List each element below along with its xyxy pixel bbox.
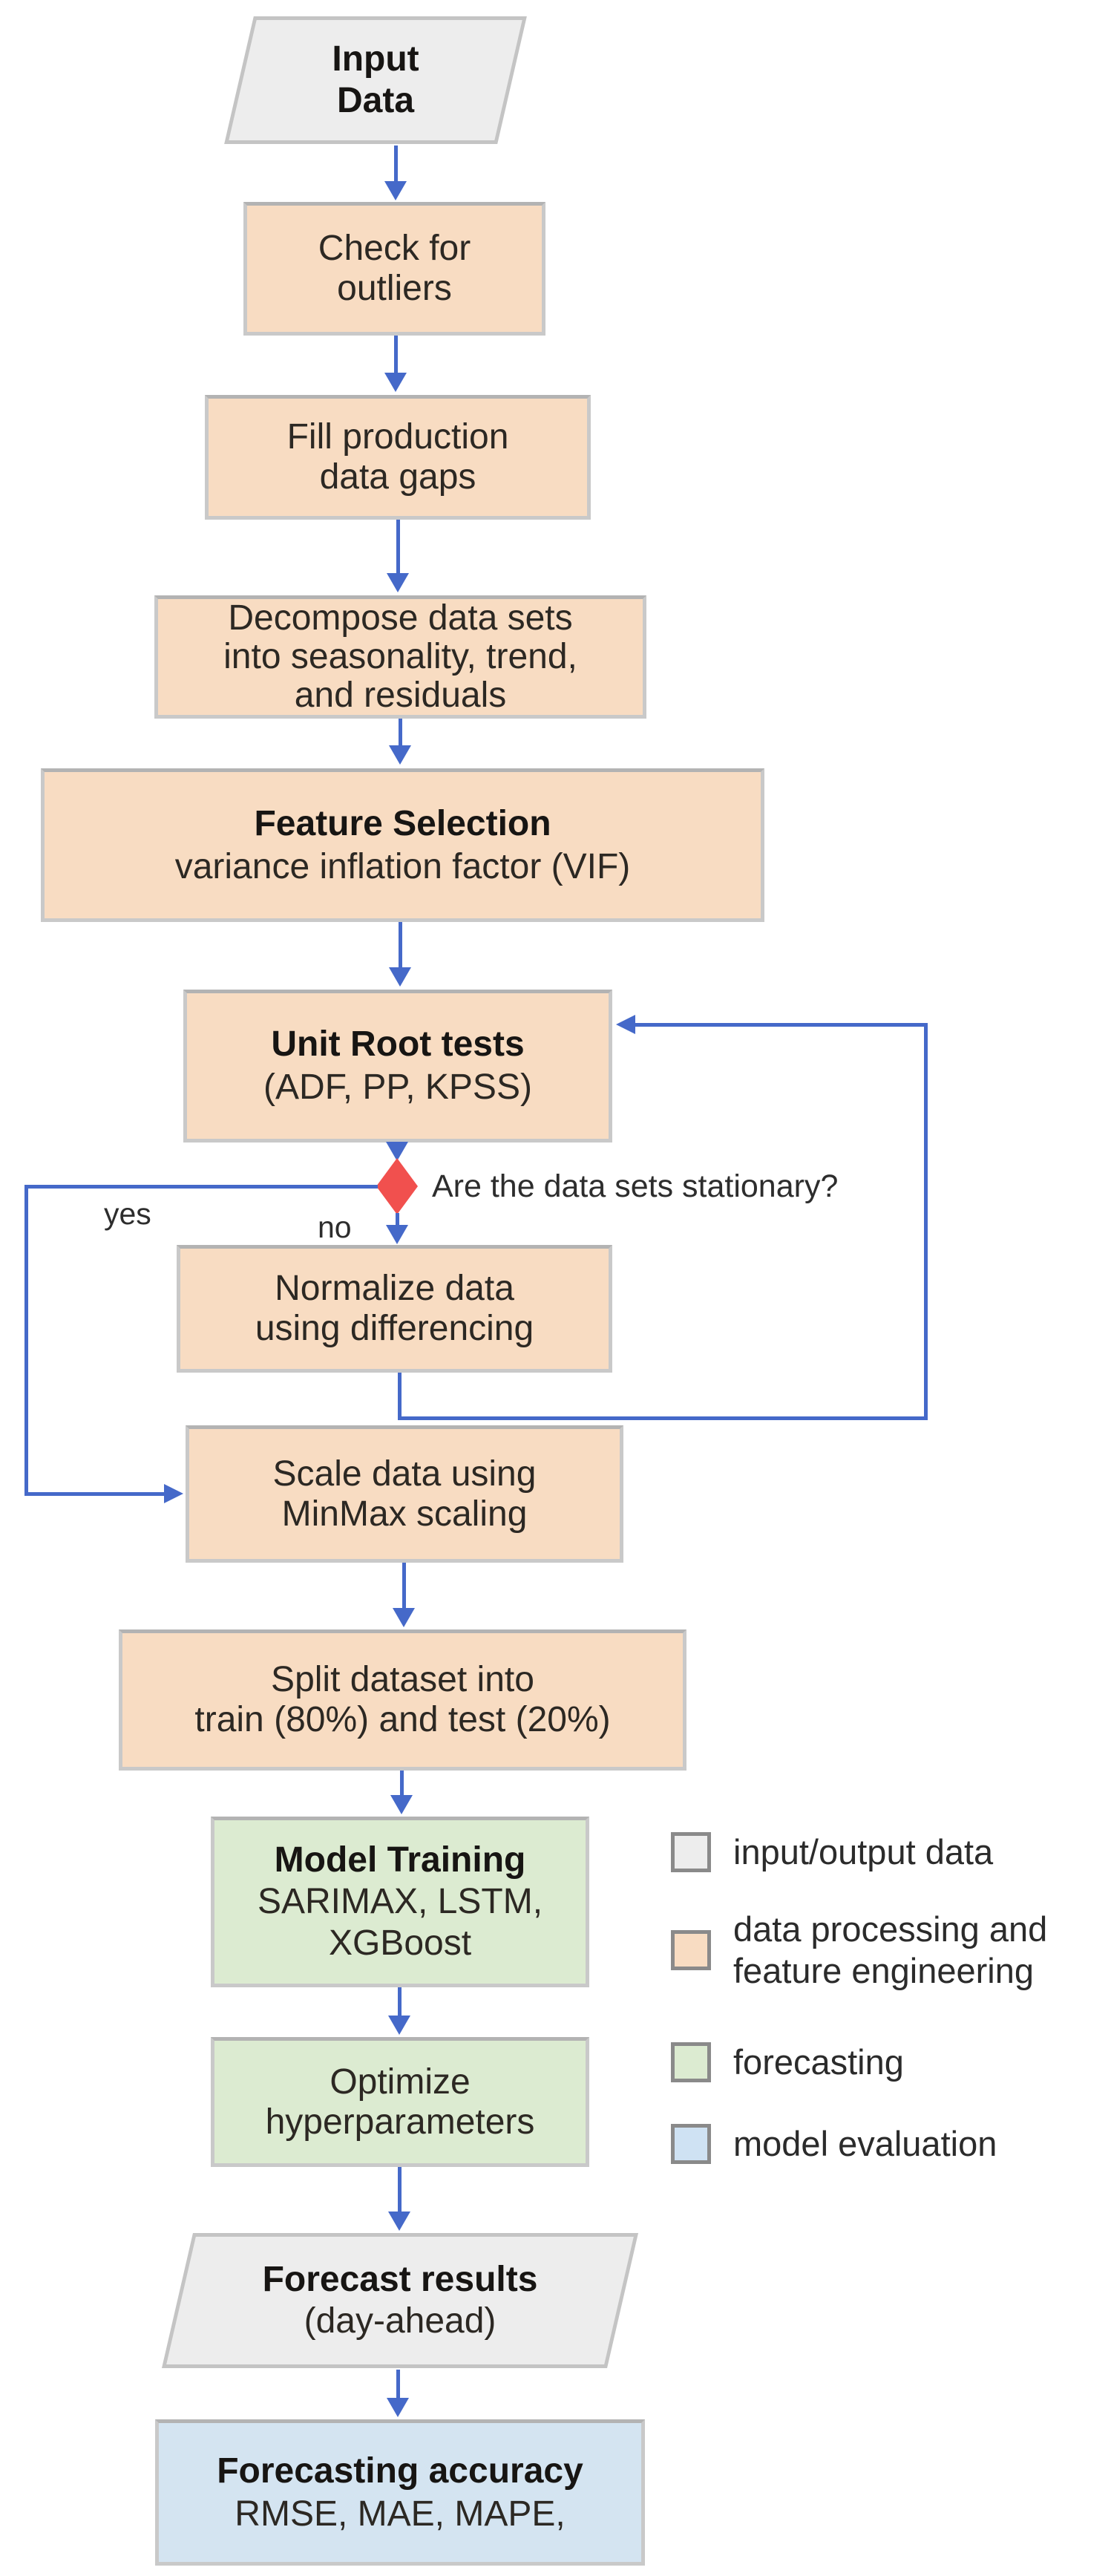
arrowhead-feature-to-unitroot (389, 967, 411, 987)
scale-line1: Scale data using (272, 1454, 537, 1494)
arrowhead-decision-to-normalize (386, 1225, 408, 1244)
arrowhead-input-to-check (384, 181, 407, 200)
node-split: Split dataset into train (80%) and test … (119, 1629, 686, 1771)
fill-gaps-line1: Fill production (286, 417, 509, 457)
legend-label-forecasting: forecasting (733, 2042, 904, 2082)
split-line2: train (80%) and test (20%) (194, 1700, 611, 1739)
arrowhead-fill-to-decompose (387, 573, 409, 592)
loop-line-bottom (398, 1416, 928, 1420)
arrow-split-to-model (400, 1771, 404, 1798)
input-data-line1: Input (332, 39, 419, 79)
fill-gaps-line2: data gaps (319, 457, 476, 497)
forecast-results-title: Forecast results (262, 2260, 538, 2299)
node-unit-root-tests: Unit Root tests (ADF, PP, KPSS) (183, 990, 612, 1142)
arrowhead-model-to-optimize (388, 2016, 410, 2035)
arrow-forecast-to-accuracy (396, 2370, 400, 2401)
legend-swatch-evaluation (671, 2124, 711, 2164)
node-input-data-label: Input Data (243, 39, 508, 122)
decompose-line3: and residuals (294, 676, 507, 715)
decision-question: Are the data sets stationary? (432, 1168, 839, 1204)
node-forecasting-accuracy: Forecasting accuracy RMSE, MAE, MAPE, (155, 2419, 645, 2566)
check-outliers-line1: Check for (318, 229, 471, 268)
arrow-feature-to-unitroot (399, 922, 402, 970)
node-decompose: Decompose data sets into seasonality, tr… (154, 595, 646, 719)
decision-yes-label: yes (104, 1197, 151, 1231)
arrowhead-loop-to-unitroot (616, 1015, 635, 1034)
loop-line-down (398, 1373, 402, 1419)
node-scale: Scale data using MinMax scaling (186, 1425, 623, 1563)
decompose-line1: Decompose data sets (228, 598, 573, 638)
forecasting-accuracy-title: Forecasting accuracy (217, 2451, 583, 2491)
arrowhead-unitroot-to-decision (386, 1142, 408, 1161)
split-line1: Split dataset into (271, 1660, 534, 1699)
yes-line-top (24, 1185, 378, 1189)
forecast-results-label: Forecast results (day-ahead) (181, 2259, 619, 2342)
legend-label-evaluation: model evaluation (733, 2124, 997, 2163)
yes-line-bottom (24, 1492, 165, 1496)
decompose-line2: into seasonality, trend, (223, 637, 577, 676)
arrow-scale-to-split (402, 1563, 406, 1611)
feature-selection-title: Feature Selection (254, 803, 551, 843)
node-input-data: Input Data (224, 16, 527, 144)
legend-label-input-output: input/output data (733, 1832, 994, 1871)
normalize-line2: using differencing (255, 1309, 534, 1348)
arrow-decision-to-normalize (396, 1213, 399, 1228)
arrow-input-to-check (394, 146, 398, 184)
arrowhead-decompose-to-feature (389, 745, 411, 765)
model-training-line2: SARIMAX, LSTM, (257, 1882, 543, 1921)
model-training-line3: XGBoost (328, 1923, 472, 1963)
arrow-check-to-fill (394, 336, 398, 376)
node-model-training: Model Training SARIMAX, LSTM, XGBoost (211, 1817, 589, 1987)
legend-swatch-forecasting (671, 2042, 711, 2082)
forecasting-accuracy-subtitle: RMSE, MAE, MAPE, (235, 2494, 566, 2534)
forecast-results-subtitle: (day-ahead) (304, 2301, 496, 2341)
node-forecast-results: Forecast results (day-ahead) (161, 2233, 639, 2368)
feature-selection-subtitle: variance inflation factor (VIF) (174, 846, 631, 886)
optimize-line2: hyperparameters (265, 2102, 535, 2142)
node-optimize: Optimize hyperparameters (211, 2037, 589, 2167)
legend-item-evaluation: model evaluation (671, 2108, 997, 2180)
unit-root-subtitle: (ADF, PP, KPSS) (263, 1068, 532, 1107)
arrow-model-to-optimize (398, 1987, 402, 2018)
arrow-fill-to-decompose (396, 520, 400, 576)
arrow-optimize-to-forecast (398, 2167, 402, 2214)
optimize-line1: Optimize (330, 2062, 471, 2102)
arrowhead-forecast-to-accuracy (387, 2398, 409, 2417)
model-training-title: Model Training (274, 1840, 526, 1880)
arrowhead-split-to-model (390, 1795, 413, 1814)
input-data-line2: Data (336, 81, 415, 120)
node-normalize: Normalize data using differencing (177, 1245, 612, 1373)
node-fill-gaps: Fill production data gaps (205, 395, 591, 520)
legend-item-processing: data processing and feature engineering (671, 1902, 1047, 1998)
arrowhead-check-to-fill (384, 373, 407, 392)
legend-swatch-input-output (671, 1832, 711, 1872)
unit-root-title: Unit Root tests (271, 1024, 525, 1064)
decision-diamond-icon (376, 1158, 418, 1215)
loop-line-right (924, 1023, 928, 1420)
loop-line-top (634, 1023, 926, 1027)
check-outliers-line2: outliers (337, 269, 452, 308)
arrow-decompose-to-feature (399, 719, 402, 748)
legend-label-processing: data processing and feature engineering (733, 1909, 1048, 1990)
yes-line-left (24, 1185, 28, 1496)
normalize-line1: Normalize data (275, 1269, 514, 1308)
legend-item-forecasting: forecasting (671, 2027, 904, 2098)
arrowhead-scale-to-split (393, 1608, 415, 1627)
decision-no-label: no (318, 1210, 352, 1244)
node-feature-selection: Feature Selection variance inflation fac… (41, 768, 764, 922)
arrowhead-optimize-to-forecast (388, 2211, 410, 2231)
arrowhead-yes-to-scale (164, 1484, 183, 1503)
legend-item-input-output: input/output data (671, 1819, 993, 1886)
node-check-outliers: Check for outliers (243, 202, 545, 336)
legend-swatch-processing (671, 1930, 711, 1970)
scale-line2: MinMax scaling (281, 1494, 528, 1534)
